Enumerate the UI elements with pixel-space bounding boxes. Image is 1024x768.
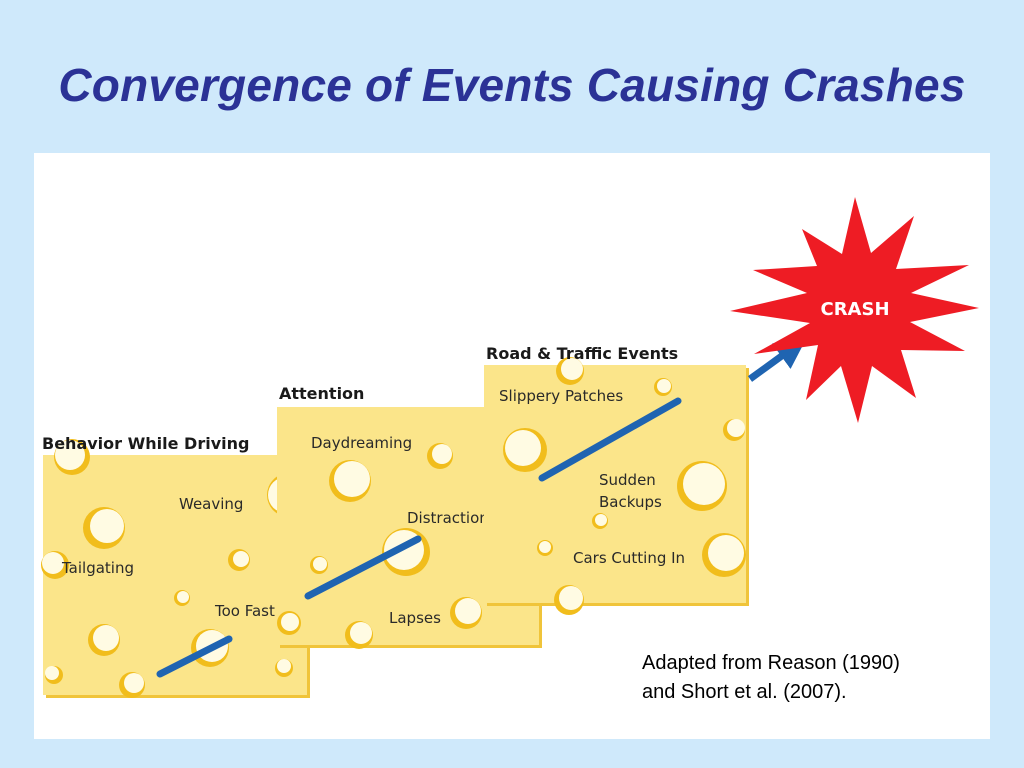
trajectory-segment-3 (538, 397, 682, 482)
event-lapses: Lapses (389, 609, 441, 627)
layer-title-behavior: Behavior While Driving (42, 434, 249, 453)
cheese-layer-road-traffic: Road & Traffic Events Slippery Patches S… (484, 344, 749, 615)
trajectory-arrow (747, 337, 807, 382)
event-backups: Backups (599, 493, 662, 511)
event-distraction: Distraction (407, 509, 489, 527)
event-slippery-patches: Slippery Patches (499, 387, 623, 405)
layer-title-attention: Attention (279, 384, 364, 403)
swiss-cheese-diagram: Behavior While Driving Weaving Tailgatin… (41, 197, 979, 698)
cheese-holes (503, 357, 746, 615)
diagram-panel: Behavior While Driving Weaving Tailgatin… (34, 153, 990, 739)
event-sudden: Sudden (599, 471, 656, 489)
layer-title-road-traffic: Road & Traffic Events (486, 344, 678, 363)
source-caption: Adapted from Reason (1990) and Short et … (642, 649, 900, 707)
crash-label: CRASH (820, 299, 889, 320)
crash-burst: CRASH (730, 197, 979, 423)
trajectory-line (156, 337, 807, 678)
trajectory-segment-2 (304, 535, 422, 600)
caption-line-1: Adapted from Reason (1990) (642, 652, 900, 674)
event-daydreaming: Daydreaming (311, 434, 412, 452)
cheese-layer-behavior: Behavior While Driving Weaving Tailgatin… (41, 434, 311, 698)
event-weaving: Weaving (179, 495, 243, 513)
event-too-fast: Too Fast (214, 602, 275, 620)
event-tailgating: Tailgating (61, 559, 134, 577)
event-cars-cutting-in: Cars Cutting In (573, 549, 685, 567)
slide-title: Convergence of Events Causing Crashes (58, 59, 966, 111)
crash-starburst-shape (730, 197, 979, 423)
caption-line-2: and Short et al. (2007). (642, 681, 847, 703)
trajectory-segment-1 (156, 635, 233, 678)
